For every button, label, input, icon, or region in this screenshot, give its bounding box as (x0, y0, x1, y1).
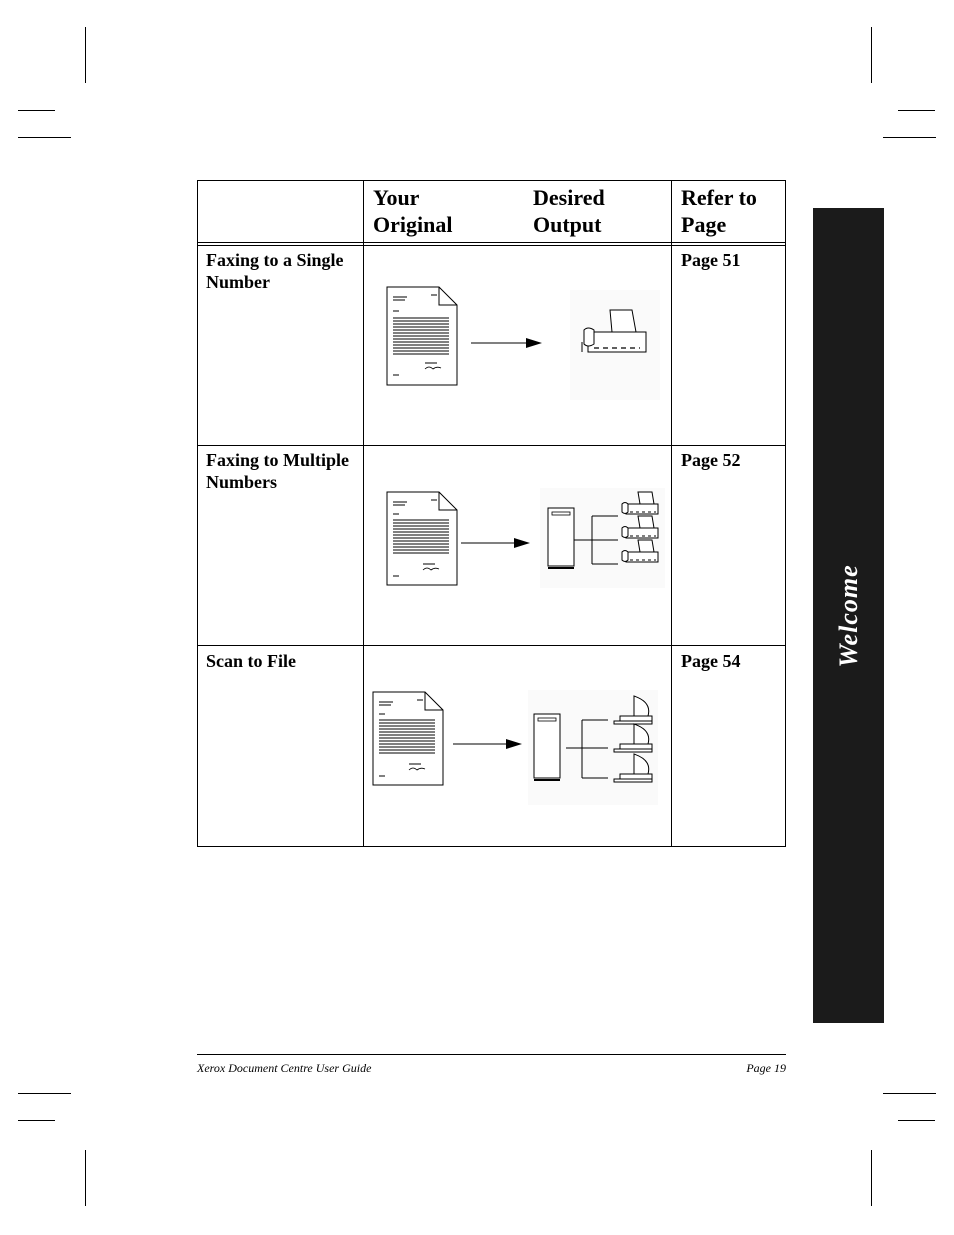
row-feature-label: Scan to File (206, 651, 296, 671)
arrow-icon (461, 538, 530, 548)
fax-machine-icon (570, 290, 660, 400)
row-page-ref: Page 54 (681, 651, 741, 671)
page-number: Page 19 (746, 1061, 786, 1075)
row-feature-label: Faxing to a Single Number (206, 250, 344, 292)
section-tab: Welcome (813, 208, 884, 1023)
section-tab-label: Welcome (833, 563, 863, 668)
document-icon (372, 691, 444, 786)
header-output: Desired Output (533, 185, 605, 237)
server-to-workstation-icon (528, 690, 658, 805)
row-feature-label: Faxing to Multiple Numbers (206, 450, 349, 492)
header-original: Your Original (373, 185, 453, 237)
feature-table: Your Original Desired Output Refer to Pa… (197, 180, 786, 847)
row-page-ref: Page 51 (681, 250, 741, 270)
header-refer: Refer to Page (681, 185, 757, 237)
arrow-icon (471, 338, 542, 348)
server-to-fax-icon (540, 488, 665, 588)
document-icon (386, 491, 458, 586)
footer-title: Xerox Document Centre User Guide (197, 1061, 372, 1075)
arrow-icon (453, 739, 522, 749)
footer-rule (197, 1054, 786, 1055)
row-page-ref: Page 52 (681, 450, 741, 470)
document-icon (386, 286, 458, 386)
